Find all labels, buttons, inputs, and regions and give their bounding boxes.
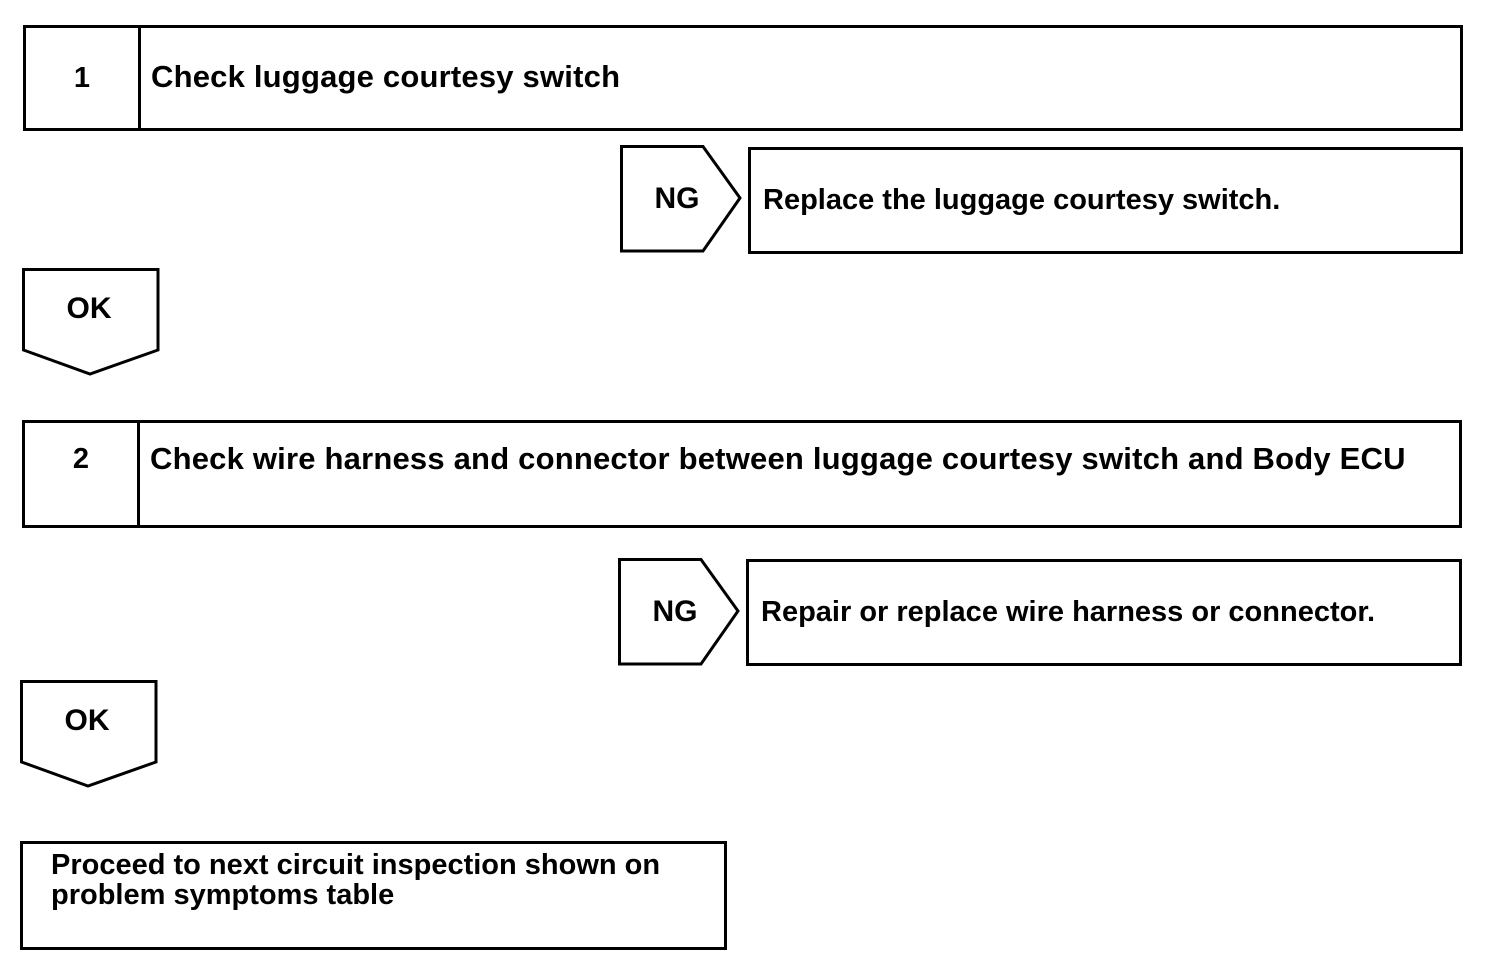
ng-1-arrow-shape (620, 145, 742, 253)
ok-1-arrow-shape (22, 268, 160, 376)
final-instruction-text: Proceed to next circuit inspection shown… (51, 849, 661, 911)
step-1-box: 1 Check luggage courtesy switch (23, 25, 1463, 131)
ok-1-label: OK (66, 292, 112, 325)
step-1-number: 1 (26, 28, 141, 128)
final-instruction-box: Proceed to next circuit inspection shown… (20, 841, 727, 950)
ng-1-action-box: Replace the luggage courtesy switch. (748, 147, 1463, 254)
ng-2-label: NG (652, 595, 698, 628)
ng-2-arrow-shape (618, 558, 740, 666)
ng-2-action-box: Repair or replace wire harness or connec… (746, 559, 1462, 666)
ng-1-label: NG (654, 182, 700, 215)
step-2-text: Check wire harness and connector between… (150, 441, 1406, 476)
step-2-box: 2 Check wire harness and connector betwe… (22, 420, 1462, 528)
ng-2-action-text: Repair or replace wire harness or connec… (761, 596, 1376, 628)
step-2-number: 2 (25, 423, 140, 525)
ng-1-action-text: Replace the luggage courtesy switch. (763, 184, 1281, 216)
step-1-text: Check luggage courtesy switch (151, 59, 621, 94)
ok-2-label: OK (64, 704, 110, 737)
ok-2-arrow-shape (20, 680, 158, 788)
